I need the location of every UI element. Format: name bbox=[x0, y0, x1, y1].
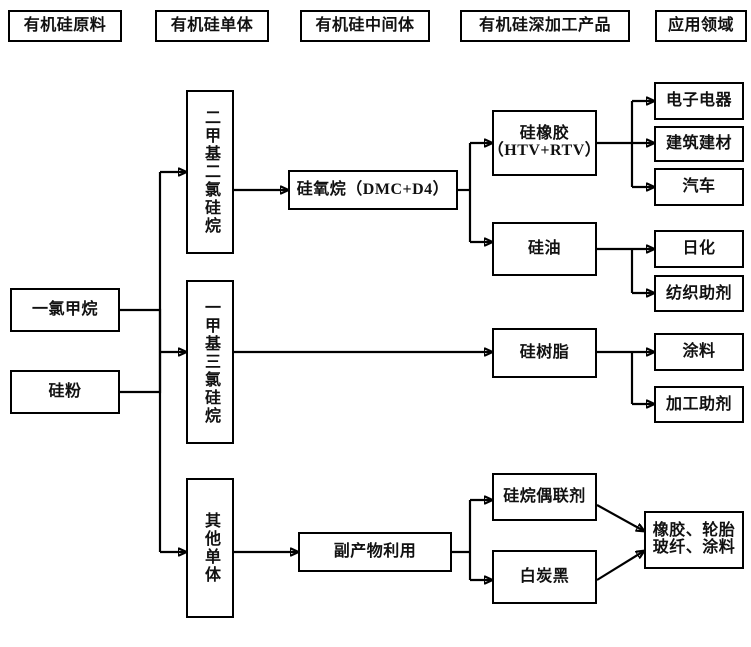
node-label: 硅树脂 bbox=[519, 344, 570, 362]
node-label: 硅粉 bbox=[48, 383, 82, 401]
node-silicon-powder[interactable]: 硅粉 bbox=[10, 370, 120, 414]
node-label-line2: 玻纤、涂料 bbox=[652, 539, 736, 556]
header-label: 有机硅中间体 bbox=[315, 17, 415, 35]
header-raw-materials: 有机硅原料 bbox=[8, 10, 122, 42]
node-label: 副产物利用 bbox=[333, 543, 417, 561]
node-label: 加工助剂 bbox=[665, 395, 732, 413]
header-label: 应用领域 bbox=[667, 17, 734, 35]
header-intermediates: 有机硅中间体 bbox=[300, 10, 430, 42]
node-label: 一氯甲烷 bbox=[31, 301, 98, 319]
node-label: 纺织助剂 bbox=[665, 284, 732, 302]
node-label: 二甲基二氯硅烷 bbox=[202, 109, 219, 235]
node-application-mixed[interactable]: 橡胶、轮胎 玻纤、涂料 bbox=[644, 511, 744, 569]
node-silicone-resin[interactable]: 硅树脂 bbox=[492, 328, 597, 378]
node-label: 日化 bbox=[682, 240, 716, 258]
node-label: 硅油 bbox=[527, 240, 561, 258]
header-label: 有机硅单体 bbox=[170, 17, 254, 35]
node-label: 白炭黑 bbox=[519, 568, 570, 586]
node-label: 其他单体 bbox=[202, 512, 219, 584]
node-byproduct-utilization[interactable]: 副产物利用 bbox=[298, 532, 452, 572]
node-label: 硅烷偶联剂 bbox=[503, 488, 586, 506]
node-application-electronics[interactable]: 电子电器 bbox=[654, 82, 744, 120]
node-application-construction[interactable]: 建筑建材 bbox=[654, 126, 744, 162]
node-label: 硅氧烷（DMC+D4） bbox=[296, 181, 450, 199]
node-application-automotive[interactable]: 汽车 bbox=[654, 168, 744, 206]
node-application-coating[interactable]: 涂料 bbox=[654, 333, 744, 371]
node-other-monomer[interactable]: 其他单体 bbox=[186, 478, 234, 618]
node-methyl-chloride[interactable]: 一氯甲烷 bbox=[10, 288, 120, 332]
header-label: 有机硅深加工产品 bbox=[478, 17, 611, 35]
node-label: 涂料 bbox=[682, 343, 716, 361]
node-label: 建筑建材 bbox=[665, 135, 732, 153]
node-silicone-oil[interactable]: 硅油 bbox=[492, 222, 597, 276]
node-methyltrichlorosilane[interactable]: 一甲基三氯硅烷 bbox=[186, 280, 234, 444]
node-application-daily-chemical[interactable]: 日化 bbox=[654, 230, 744, 268]
node-label-line1: 橡胶、轮胎 bbox=[652, 522, 736, 540]
node-silicone-rubber[interactable]: 硅橡胶 （HTV+RTV） bbox=[488, 110, 601, 176]
node-silane-coupling-agent[interactable]: 硅烷偶联剂 bbox=[492, 473, 597, 521]
header-monomers: 有机硅单体 bbox=[155, 10, 269, 42]
header-label: 有机硅原料 bbox=[23, 17, 107, 35]
node-siloxane[interactable]: 硅氧烷（DMC+D4） bbox=[288, 170, 458, 210]
node-label-line2: （HTV+RTV） bbox=[487, 142, 602, 159]
node-label: 汽车 bbox=[682, 178, 716, 196]
node-label-line1: 硅橡胶 bbox=[519, 125, 570, 143]
node-label: 电子电器 bbox=[665, 92, 732, 110]
header-applications: 应用领域 bbox=[655, 10, 747, 42]
edge-silica-mixed bbox=[596, 551, 644, 581]
node-label: 一甲基三氯硅烷 bbox=[202, 299, 219, 425]
edge-mecl-bus bbox=[120, 308, 162, 352]
edge-coupling-mixed bbox=[596, 504, 644, 531]
node-application-textile-auxiliary[interactable]: 纺织助剂 bbox=[654, 275, 744, 312]
header-deep-processing: 有机硅深加工产品 bbox=[460, 10, 630, 42]
edge-sipowder-bus bbox=[120, 352, 162, 394]
node-application-processing-aid[interactable]: 加工助剂 bbox=[654, 386, 744, 423]
node-white-carbon-black[interactable]: 白炭黑 bbox=[492, 550, 597, 604]
node-dimethyldichlorosilane[interactable]: 二甲基二氯硅烷 bbox=[186, 90, 234, 254]
